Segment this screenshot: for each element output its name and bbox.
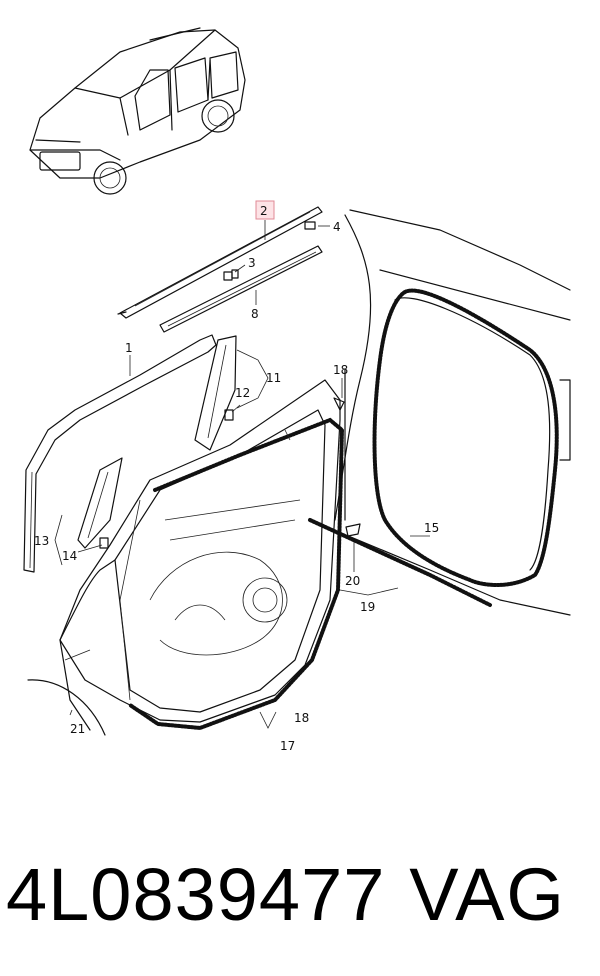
footer: 4L0839477 VAG [0,840,600,950]
callout-18-bottom[interactable]: 18 [294,711,309,725]
callout-17[interactable]: 17 [280,739,295,753]
body-side-panel [308,209,571,616]
callout-4[interactable]: 4 [333,220,341,234]
callout-21[interactable]: 21 [70,722,85,736]
rear-door-assembly [59,379,345,731]
callout-8[interactable]: 8 [251,307,259,321]
leader-lines [54,220,430,729]
callout-18-top[interactable]: 18 [333,363,348,377]
callout-19[interactable]: 19 [360,600,375,614]
callout-2[interactable]: 2 [260,204,268,218]
brand-name: VAG [409,853,566,936]
callout-3[interactable]: 3 [248,256,256,270]
rear-fender-region [27,559,116,736]
trim-strip-part-2 [117,206,323,319]
callout-20[interactable]: 20 [345,574,360,588]
seal-strip-part-8 [159,245,323,333]
clip-part-3 [223,269,239,281]
callout-12[interactable]: 12 [235,386,250,400]
callout-1[interactable]: 1 [125,341,133,355]
window-channel-part-1 [23,334,217,573]
callout-14[interactable]: 14 [62,549,77,563]
part-number: 4L0839477 [6,853,386,936]
parts-diagram: 2 4 3 8 1 11 12 13 14 18 15 20 19 18 17 … [23,27,571,753]
highlight-box-callout-2 [255,200,275,220]
callout-11[interactable]: 11 [266,371,281,385]
trim-part-11 [194,335,237,451]
clip-part-4 [304,221,316,230]
callout-15[interactable]: 15 [424,521,439,535]
fastener-part-20 [345,523,361,537]
fastener-part-18 [333,397,345,411]
trim-part-13 [77,457,123,549]
callout-13[interactable]: 13 [34,534,49,548]
vehicle-overview-illustration [29,27,246,195]
